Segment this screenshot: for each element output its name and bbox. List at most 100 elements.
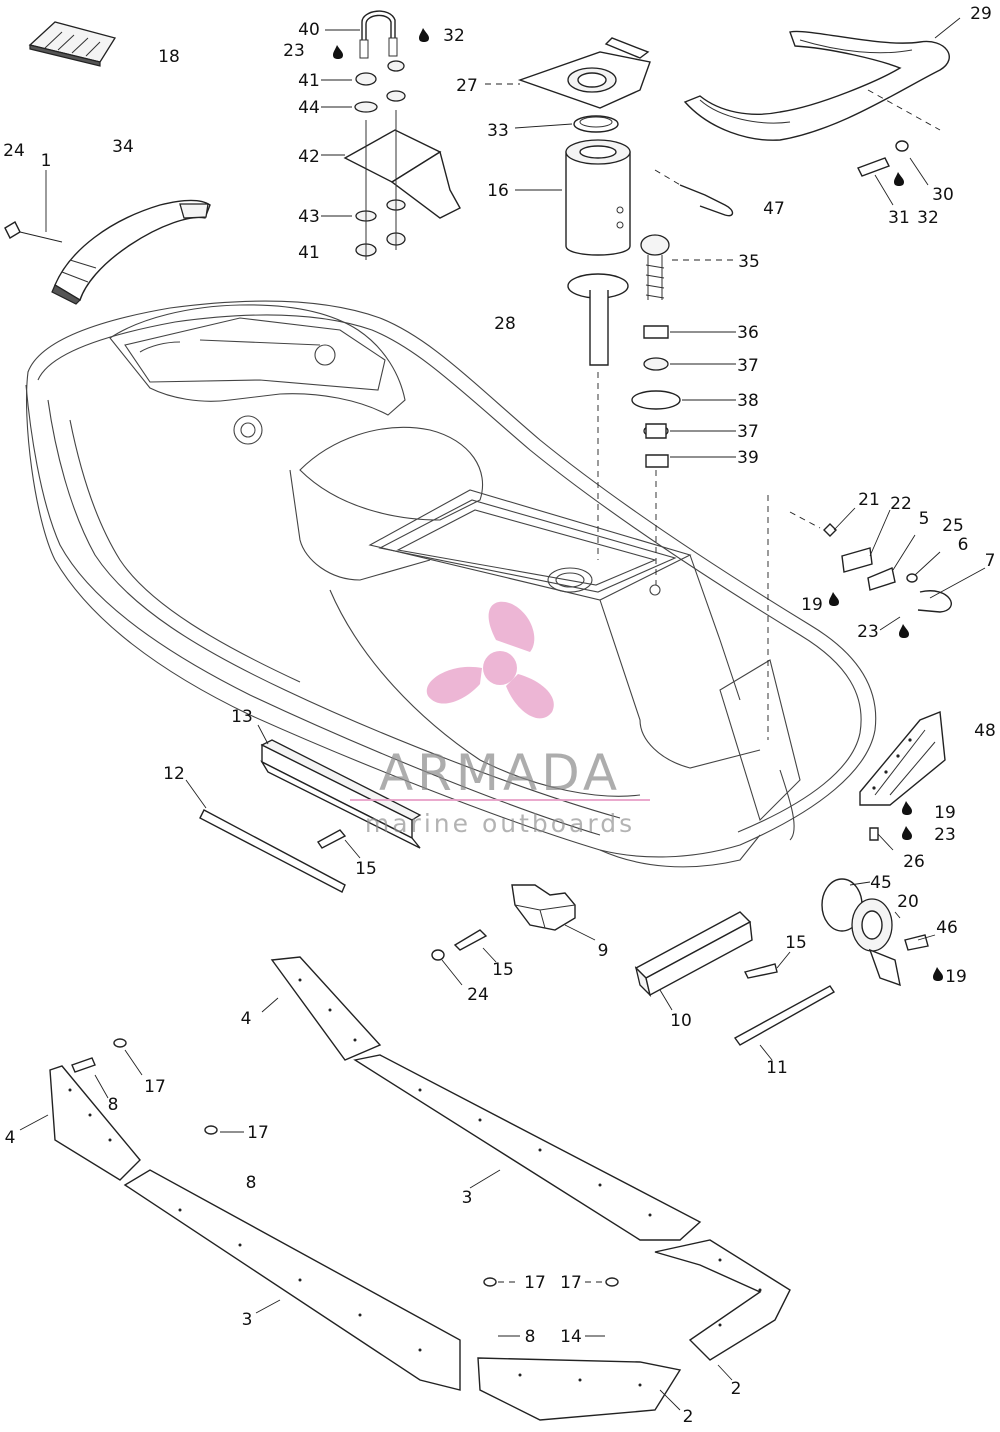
part-30-31-bolt xyxy=(857,140,909,177)
callout-11: 11 xyxy=(766,1058,788,1078)
callout-41a: 41 xyxy=(298,71,320,91)
callout-9: 9 xyxy=(598,941,609,961)
part-26-screw xyxy=(869,827,879,841)
callout-33: 33 xyxy=(487,121,509,141)
callout-24b: 24 xyxy=(467,985,489,1005)
part-40-u-bolt xyxy=(359,10,398,59)
callout-2b: 2 xyxy=(683,1407,694,1427)
callout-45: 45 xyxy=(870,873,892,893)
callout-36: 36 xyxy=(737,323,759,343)
callout-13: 13 xyxy=(231,707,253,727)
part-12-strip xyxy=(199,809,346,893)
callout-43: 43 xyxy=(298,207,320,227)
part-18-pad xyxy=(28,21,117,67)
part-16-sleeve xyxy=(565,139,631,256)
part-28-tube xyxy=(567,273,629,366)
callout-23a: 23 xyxy=(283,41,305,61)
part-1-grab-handle xyxy=(51,199,211,305)
part-45-20-drain xyxy=(821,878,929,987)
watermark-tagline: marine outboards xyxy=(365,809,635,838)
callout-37b: 37 xyxy=(737,422,759,442)
callout-28: 28 xyxy=(494,314,516,334)
callout-29: 29 xyxy=(970,4,992,24)
part-35-bolt xyxy=(640,234,670,300)
callout-37a: 37 xyxy=(737,356,759,376)
callout-23c: 23 xyxy=(934,825,956,845)
sealant-drop-icon xyxy=(902,801,912,815)
watermark-brand: ARMADA xyxy=(379,744,621,802)
part-9-corner xyxy=(511,884,576,931)
callout-8b: 8 xyxy=(246,1173,257,1193)
callout-46: 46 xyxy=(936,918,958,938)
callout-34: 34 xyxy=(112,137,134,157)
callout-12: 12 xyxy=(163,764,185,784)
plate-rivets xyxy=(68,978,762,1387)
callout-19a: 19 xyxy=(801,595,823,615)
callout-15c: 15 xyxy=(785,933,807,953)
callout-40: 40 xyxy=(298,20,320,40)
part-24-screw xyxy=(4,221,63,243)
sealant-drop-icons xyxy=(333,28,943,981)
callout-17b: 17 xyxy=(247,1123,269,1143)
callout-17a: 17 xyxy=(144,1077,166,1097)
callout-16: 16 xyxy=(487,181,509,201)
callout-27: 27 xyxy=(456,76,478,96)
part-42-bracket xyxy=(343,110,461,260)
callout-30: 30 xyxy=(932,185,954,205)
sealant-drop-icon xyxy=(902,826,912,840)
callout-19b: 19 xyxy=(934,803,956,823)
callout-41b: 41 xyxy=(298,243,320,263)
callout-14: 14 xyxy=(560,1327,582,1347)
part-27-plate xyxy=(517,37,651,109)
callout-4a: 4 xyxy=(241,1009,252,1029)
callout-48: 48 xyxy=(974,721,996,741)
callout-19c: 19 xyxy=(945,967,967,987)
callout-4b: 4 xyxy=(5,1128,16,1148)
callout-3a: 3 xyxy=(462,1188,473,1208)
callout-labels: 1 2 2 3 3 4 4 5 6 7 8 8 8 9 10 11 12 13 … xyxy=(3,4,996,1427)
callout-39: 39 xyxy=(737,448,759,468)
part-3-lower xyxy=(123,1169,461,1391)
sealant-drop-icon xyxy=(333,45,343,59)
callout-42: 42 xyxy=(298,147,320,167)
callout-18: 18 xyxy=(158,47,180,67)
callout-38: 38 xyxy=(737,391,759,411)
callout-32b: 32 xyxy=(917,208,939,228)
callout-25: 25 xyxy=(942,516,964,536)
callout-8c: 8 xyxy=(525,1327,536,1347)
part-29-rear-handle xyxy=(683,30,950,141)
callout-35: 35 xyxy=(738,252,760,272)
part-33-ring xyxy=(573,115,619,133)
part-2-bottom xyxy=(477,1357,682,1421)
part-2-right xyxy=(654,1239,791,1361)
propeller-logo-icon xyxy=(426,601,554,719)
callout-20: 20 xyxy=(897,892,919,912)
part-3-center xyxy=(353,1054,702,1241)
callout-1: 1 xyxy=(41,151,52,171)
callout-15b: 15 xyxy=(492,960,514,980)
hull-body xyxy=(25,300,877,868)
callout-22: 22 xyxy=(890,494,912,514)
part-4-upper xyxy=(270,956,382,1061)
sealant-drop-icon xyxy=(933,967,943,981)
callout-26: 26 xyxy=(903,852,925,872)
sealant-drop-icon xyxy=(419,28,429,42)
callout-47: 47 xyxy=(763,199,785,219)
sealant-drop-icon xyxy=(894,172,904,186)
callout-32a: 32 xyxy=(443,26,465,46)
callout-3b: 3 xyxy=(242,1310,253,1330)
leader-lines xyxy=(19,17,986,1411)
callout-6: 6 xyxy=(958,535,969,555)
callout-17d: 17 xyxy=(560,1273,582,1293)
callout-17c: 17 xyxy=(524,1273,546,1293)
right-small-parts xyxy=(789,511,952,613)
part-47-clip xyxy=(654,169,734,217)
callout-5: 5 xyxy=(919,509,930,529)
small-caps xyxy=(71,1038,619,1287)
part-11-strip xyxy=(733,985,836,1046)
callout-10: 10 xyxy=(670,1011,692,1031)
callout-7: 7 xyxy=(985,551,996,571)
sealant-drop-icon xyxy=(899,624,909,638)
callout-15a: 15 xyxy=(355,859,377,879)
